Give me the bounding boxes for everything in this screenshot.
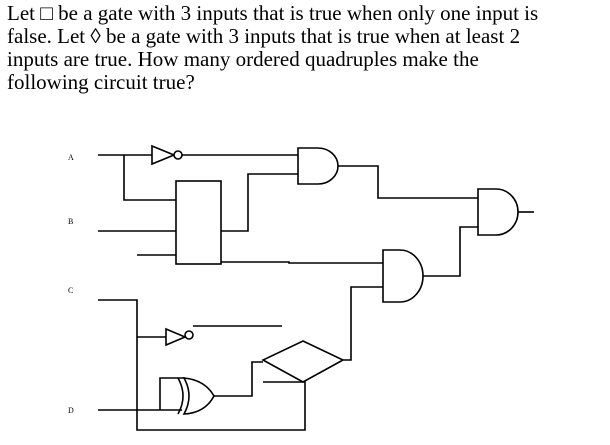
majority-diamond-gate (261, 340, 345, 383)
wire-box-to-and2 (205, 244, 383, 264)
input-label-d: D (68, 406, 74, 415)
wire-diamond-to-and2 (343, 286, 383, 361)
wire-and2-to-final (423, 226, 478, 277)
problem-line-3: inputs are true. How many ordered quadru… (7, 47, 479, 71)
problem-line-1: Let □ be a gate with 3 inputs that is tr… (7, 1, 539, 25)
not-gate-c (165, 327, 194, 347)
problem-line-2: false. Let ◊ be a gate with 3 inputs tha… (7, 24, 521, 48)
wire-and1-to-final (338, 165, 478, 199)
wire-box-to-and1 (221, 173, 298, 232)
and-gate-top (297, 147, 339, 185)
wire-or-to-diamond (214, 361, 263, 397)
or-gate-d-back-curve (177, 377, 184, 415)
and-gate-middle (382, 249, 424, 303)
problem-statement: Let □ be a gate with 3 inputs that is tr… (7, 2, 605, 94)
wire-a-branch (123, 155, 176, 201)
problem-line-4: following circuit true? (7, 70, 195, 94)
or-gate-d (182, 377, 215, 415)
one-false-box-gate (175, 180, 222, 265)
not-gate-a (151, 144, 183, 166)
wire-c-trunk (98, 299, 306, 431)
input-label-c: C (68, 286, 73, 295)
wire-d-branch (159, 377, 185, 410)
input-label-a: A (68, 153, 74, 162)
and-gate-final (477, 188, 519, 236)
input-label-b: B (68, 217, 73, 226)
